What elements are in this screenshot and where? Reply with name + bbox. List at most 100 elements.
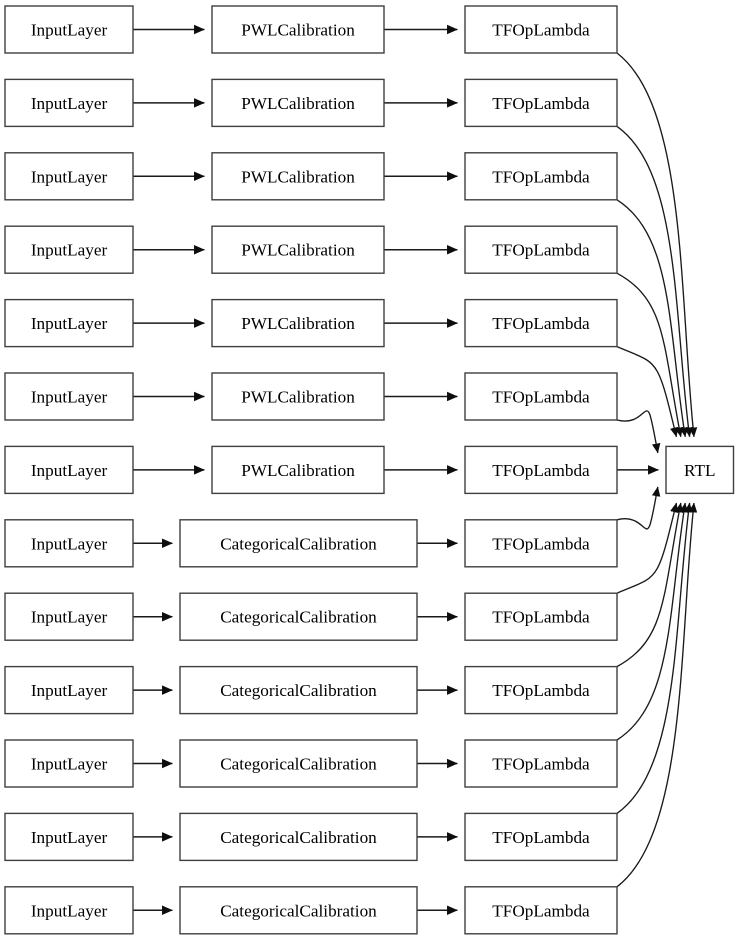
- node-categorical-calibration[interactable]: CategoricalCalibration: [179, 812, 418, 862]
- node-pwl-calibration-rect: [211, 372, 385, 421]
- node-categorical-calibration-rect: [179, 886, 418, 935]
- node-input-layer[interactable]: InputLayer: [4, 152, 134, 201]
- node-input-layer-label: InputLayer: [31, 461, 108, 480]
- node-tfoplambda-rect: [464, 372, 618, 421]
- node-rtl-rect: [665, 445, 735, 495]
- node-categorical-calibration-label: CategoricalCalibration: [220, 608, 377, 627]
- node-tfoplambda[interactable]: TFOpLambda: [464, 445, 618, 495]
- node-tfoplambda[interactable]: TFOpLambda: [464, 519, 618, 568]
- node-pwl-calibration-label: PWLCalibration: [241, 388, 355, 407]
- edge-tfoplambda-to-rtl-8: [616, 486, 661, 530]
- node-pwl-calibration-label: PWLCalibration: [241, 21, 355, 40]
- node-input-layer-rect: [4, 225, 134, 274]
- node-categorical-calibration[interactable]: CategoricalCalibration: [179, 592, 418, 641]
- node-pwl-calibration-rect: [211, 225, 385, 274]
- node-tfoplambda-label: TFOpLambda: [492, 241, 590, 260]
- node-input-layer[interactable]: InputLayer: [4, 739, 134, 788]
- node-pwl-calibration[interactable]: PWLCalibration: [211, 78, 385, 128]
- node-input-layer-label: InputLayer: [31, 828, 108, 847]
- edge-tfoplambda-to-rtl-6: [616, 410, 661, 454]
- node-input-layer-rect: [4, 78, 134, 128]
- node-tfoplambda[interactable]: TFOpLambda: [464, 886, 618, 935]
- node-tfoplambda[interactable]: TFOpLambda: [464, 739, 618, 788]
- node-tfoplambda-rect: [464, 445, 618, 495]
- edge-tfoplambda-to-rtl-3: [616, 199, 688, 438]
- node-input-layer[interactable]: InputLayer: [4, 225, 134, 274]
- node-rtl-label: RTL: [684, 461, 715, 480]
- node-tfoplambda-rect: [464, 739, 618, 788]
- node-input-layer[interactable]: InputLayer: [4, 5, 134, 54]
- node-tfoplambda[interactable]: TFOpLambda: [464, 78, 618, 128]
- node-tfoplambda[interactable]: TFOpLambda: [464, 665, 618, 715]
- node-input-layer-label: InputLayer: [31, 608, 108, 627]
- edge-tfoplambda-to-rtl-5: [616, 345, 679, 438]
- node-input-layer-label: InputLayer: [31, 241, 108, 260]
- node-input-layer-label: InputLayer: [31, 755, 108, 774]
- node-pwl-calibration-label: PWLCalibration: [241, 241, 355, 260]
- node-input-layer-rect: [4, 519, 134, 568]
- node-tfoplambda-rect: [464, 592, 618, 641]
- node-tfoplambda-label: TFOpLambda: [492, 461, 590, 480]
- node-tfoplambda-label: TFOpLambda: [492, 21, 590, 40]
- node-pwl-calibration-rect: [211, 152, 385, 201]
- edge-tfoplambda-to-rtl-12: [616, 502, 693, 814]
- node-categorical-calibration[interactable]: CategoricalCalibration: [179, 519, 418, 568]
- node-categorical-calibration[interactable]: CategoricalCalibration: [179, 665, 418, 715]
- node-tfoplambda-label: TFOpLambda: [492, 608, 590, 627]
- node-pwl-calibration-label: PWLCalibration: [241, 314, 355, 333]
- node-tfoplambda-label: TFOpLambda: [492, 534, 590, 553]
- node-categorical-calibration[interactable]: CategoricalCalibration: [179, 886, 418, 935]
- node-tfoplambda[interactable]: TFOpLambda: [464, 372, 618, 421]
- node-tfoplambda-label: TFOpLambda: [492, 388, 590, 407]
- node-tfoplambda[interactable]: TFOpLambda: [464, 298, 618, 348]
- node-tfoplambda[interactable]: TFOpLambda: [464, 592, 618, 641]
- node-tfoplambda-rect: [464, 225, 618, 274]
- node-pwl-calibration-rect: [211, 298, 385, 348]
- node-tfoplambda-label: TFOpLambda: [492, 901, 590, 920]
- edge-tfoplambda-to-rtl-11: [616, 502, 688, 741]
- node-input-layer[interactable]: InputLayer: [4, 592, 134, 641]
- node-input-layer[interactable]: InputLayer: [4, 372, 134, 421]
- node-pwl-calibration-rect: [211, 445, 385, 495]
- node-pwl-calibration-label: PWLCalibration: [241, 94, 355, 113]
- node-tfoplambda[interactable]: TFOpLambda: [464, 225, 618, 274]
- node-pwl-calibration-rect: [211, 78, 385, 128]
- node-pwl-calibration[interactable]: PWLCalibration: [211, 152, 385, 201]
- node-pwl-calibration[interactable]: PWLCalibration: [211, 225, 385, 274]
- node-tfoplambda-label: TFOpLambda: [492, 681, 590, 700]
- node-pwl-calibration[interactable]: PWLCalibration: [211, 445, 385, 495]
- node-input-layer-rect: [4, 445, 134, 495]
- node-categorical-calibration[interactable]: CategoricalCalibration: [179, 739, 418, 788]
- edge-tfoplambda-to-rtl-9: [616, 502, 679, 594]
- node-input-layer[interactable]: InputLayer: [4, 886, 134, 935]
- node-tfoplambda-label: TFOpLambda: [492, 314, 590, 333]
- node-tfoplambda[interactable]: TFOpLambda: [464, 152, 618, 201]
- node-pwl-calibration[interactable]: PWLCalibration: [211, 372, 385, 421]
- node-input-layer[interactable]: InputLayer: [4, 812, 134, 862]
- edge-tfoplambda-to-rtl-10: [616, 502, 684, 668]
- node-tfoplambda-rect: [464, 665, 618, 715]
- node-input-layer-rect: [4, 298, 134, 348]
- node-input-layer[interactable]: InputLayer: [4, 519, 134, 568]
- node-input-layer-rect: [4, 592, 134, 641]
- node-input-layer-label: InputLayer: [31, 388, 108, 407]
- node-pwl-calibration[interactable]: PWLCalibration: [211, 298, 385, 348]
- node-pwl-calibration[interactable]: PWLCalibration: [211, 5, 385, 54]
- node-tfoplambda[interactable]: TFOpLambda: [464, 812, 618, 862]
- node-input-layer[interactable]: InputLayer: [4, 298, 134, 348]
- node-tfoplambda-label: TFOpLambda: [492, 755, 590, 774]
- node-rtl[interactable]: RTL: [665, 445, 735, 495]
- node-pwl-calibration-label: PWLCalibration: [241, 461, 355, 480]
- node-input-layer-rect: [4, 812, 134, 862]
- node-input-layer[interactable]: InputLayer: [4, 665, 134, 715]
- node-categorical-calibration-rect: [179, 812, 418, 862]
- node-categorical-calibration-label: CategoricalCalibration: [220, 681, 377, 700]
- node-input-layer[interactable]: InputLayer: [4, 445, 134, 495]
- edges-layer: [133, 24, 698, 916]
- node-pwl-calibration-rect: [211, 5, 385, 54]
- node-tfoplambda-rect: [464, 298, 618, 348]
- node-tfoplambda[interactable]: TFOpLambda: [464, 5, 618, 54]
- node-input-layer[interactable]: InputLayer: [4, 78, 134, 128]
